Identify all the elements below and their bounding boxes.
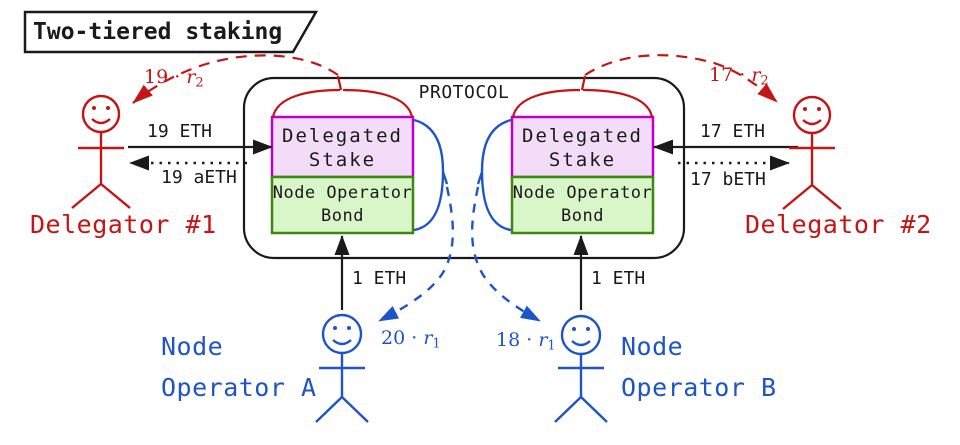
reward-arrow-operator-b bbox=[470, 186, 541, 323]
title-banner bbox=[23, 10, 319, 54]
bond-amount-operator-b: 1 ETH bbox=[591, 268, 646, 289]
deposit-amount-delegator-2: 17 ETH bbox=[700, 121, 766, 142]
stake-brace-left bbox=[271, 75, 414, 118]
delegated-stake-label-right-line2: Stake bbox=[548, 149, 617, 171]
delegator-1-name: Delegator #1 bbox=[30, 210, 217, 239]
reward-arrow-delegator-1 bbox=[132, 54, 339, 104]
reward-label-operator-b: 18 · r1 bbox=[496, 329, 556, 354]
reward-sub: 1 bbox=[432, 336, 441, 352]
operator-b-name-line1: Node bbox=[621, 332, 684, 361]
stake-brace-right bbox=[511, 75, 654, 118]
reward-coef: 18 · bbox=[496, 329, 533, 351]
delegated-stake-box-right bbox=[510, 115, 655, 179]
bond-label-right-line2: Bond bbox=[561, 206, 604, 226]
delegated-stake-label-left-line2: Stake bbox=[308, 149, 377, 171]
operator-a-figure bbox=[315, 313, 369, 423]
node-operator-bond-box-right bbox=[510, 175, 655, 235]
reward-label-operator-a: 20 · r1 bbox=[381, 327, 441, 352]
reward-label-delegator-2: 17 · r2 bbox=[709, 64, 769, 89]
delegator-2-name: Delegator #2 bbox=[745, 210, 932, 239]
reward-label-delegator-1: 19 · r2 bbox=[144, 66, 204, 91]
pool-brace-right bbox=[476, 118, 512, 232]
reward-sub: 1 bbox=[547, 338, 556, 354]
operator-b-figure bbox=[554, 314, 608, 423]
delegated-stake-label-right-line1: Delegated bbox=[522, 125, 643, 147]
operator-a-name-line1: Node bbox=[161, 332, 224, 361]
reward-arrow-operator-a bbox=[378, 186, 455, 323]
operator-a-name-line2: Operator A bbox=[161, 373, 317, 402]
bond-amount-operator-a: 1 ETH bbox=[352, 268, 407, 289]
stake-pool-left bbox=[270, 115, 415, 235]
receipt-token-delegator-2: 17 bETH bbox=[690, 169, 766, 190]
reward-coef: 20 · bbox=[381, 327, 418, 349]
deposit-amount-delegator-1: 19 ETH bbox=[147, 121, 213, 142]
reward-var: r bbox=[538, 329, 548, 351]
receipt-token-delegator-1: 19 aETH bbox=[161, 167, 237, 188]
reward-sub: 2 bbox=[195, 75, 204, 91]
stake-pool-right bbox=[510, 115, 655, 235]
reward-coef: 19 · bbox=[144, 66, 181, 88]
delegated-stake-label-left-line1: Delegated bbox=[282, 125, 403, 147]
delegator-1-figure bbox=[71, 94, 131, 209]
operator-b-name-line2: Operator B bbox=[621, 373, 777, 402]
reward-coef: 17 · bbox=[709, 64, 746, 86]
protocol-label: PROTOCOL bbox=[418, 82, 510, 103]
pool-brace-left bbox=[413, 118, 449, 232]
reward-var: r bbox=[423, 327, 433, 349]
bond-label-left-line2: Bond bbox=[321, 206, 364, 226]
bond-label-left-line1: Node Operator bbox=[272, 183, 413, 203]
reward-var: r bbox=[186, 66, 196, 88]
node-operator-bond-box-left bbox=[270, 175, 415, 235]
reward-var: r bbox=[751, 64, 761, 86]
bond-label-right-line1: Node Operator bbox=[512, 183, 653, 203]
reward-sub: 2 bbox=[760, 73, 769, 89]
delegator-2-figure bbox=[782, 95, 842, 210]
diagram-title: Two-tiered staking bbox=[33, 19, 283, 45]
